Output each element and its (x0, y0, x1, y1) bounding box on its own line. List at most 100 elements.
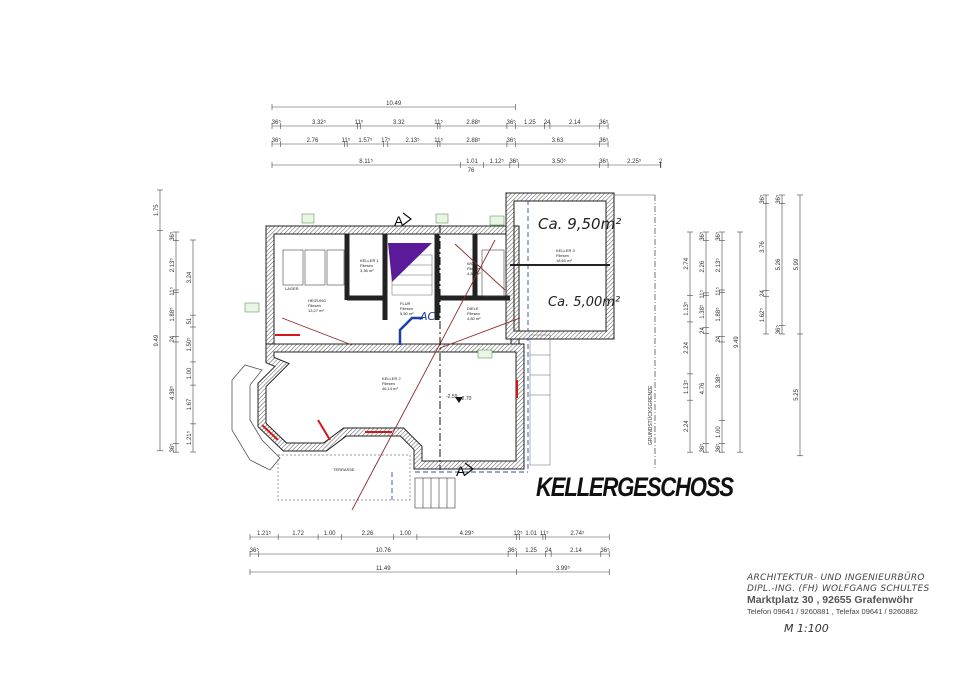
title-block: ARCHITEKTUR- UND INGENIEURBÜRO DIPL.-ING… (747, 573, 929, 617)
dimension-label: 4.38⁵ (169, 385, 176, 400)
room-name: LAGER (285, 286, 299, 291)
room-floor: Fliesen (400, 306, 413, 311)
dimension-label: 36⁵ (775, 194, 782, 204)
dimension-label: 2.13⁵ (169, 258, 176, 273)
ac-label: AC (419, 310, 436, 323)
room-area: 4,80 m² (467, 316, 481, 321)
dimension-label: 1.62⁵ (759, 308, 766, 323)
bathtub (481, 249, 505, 297)
dimension-label: 36⁵ (169, 231, 176, 241)
room-name: KELLER 1 (360, 258, 379, 263)
dimension-label: 1.01 (466, 159, 478, 165)
dimension-label: 11⁵ (169, 286, 176, 295)
dimension-label: 1.88⁵ (715, 307, 722, 322)
dimension-label: 1.21⁵ (257, 530, 272, 537)
dimension-label: 1.25 (524, 120, 536, 126)
dimension-label: 1.13⁵ (683, 301, 690, 316)
dimension-label: 1.67 (187, 398, 193, 410)
dimension-label: 1.13⁵ (683, 379, 690, 394)
dimension-label: 1.00 (187, 367, 193, 379)
dimension-label: 1.00 (324, 531, 336, 537)
dimension-label: 2.14 (569, 120, 581, 126)
dimension-label: 36⁵ (508, 547, 518, 554)
dimension-label: 24 (545, 548, 552, 554)
office-name: ARCHITEKTUR- UND INGENIEURBÜRO (747, 573, 925, 583)
dimension-label: 3.32 (393, 120, 405, 126)
level-mark: -2.59 (446, 394, 458, 400)
dimension-label: 11⁵ (341, 137, 350, 144)
dimension-label: 2.13⁵ (405, 137, 420, 144)
terrace-outline (277, 454, 411, 501)
dimension-label: 36⁵ (507, 119, 517, 126)
dimension-label: 2.74 (684, 257, 690, 269)
room-name: KELLER 2 (382, 376, 401, 381)
dimension-label: 3.24 (187, 271, 193, 283)
dimension-label: 11⁵ (434, 137, 443, 144)
room-name: FLUR (400, 301, 411, 306)
fixture-tags (244, 213, 505, 359)
bay-tower (231, 364, 281, 471)
room-floor: Fliesen (308, 303, 321, 308)
ac-marker: AC (398, 310, 436, 345)
office-phone: Telefon 09641 / 9260881 , Telefax 09641 … (747, 607, 918, 616)
property-boundary-label: GRUNDSTÜCKSGRENZE (647, 385, 654, 445)
dimension-label: 11⁵ (699, 289, 706, 298)
dimension-label: 3.99⁵ (556, 565, 571, 572)
dimension-label: 36⁵ (599, 158, 609, 165)
room-area: 13,27 m² (308, 308, 324, 313)
room-area: 46,14 m² (382, 386, 398, 391)
building-outline-dashed (391, 200, 529, 500)
room-floor: Fliesen (467, 266, 480, 271)
dimension-label: 1.38⁵ (699, 304, 706, 319)
dimension-label: 36⁵ (699, 231, 706, 241)
dimension-label: 3.32⁵ (312, 119, 327, 126)
dimension-label: 36⁵ (775, 325, 782, 335)
dimension-label: 9.49 (154, 334, 160, 346)
dimension-label: 24 (700, 326, 706, 333)
walls-lower (257, 343, 525, 470)
room-name: TERRASSE (333, 467, 355, 472)
room-name: HEIZUNG (308, 298, 326, 303)
dimension-label: 3.76 (760, 241, 766, 253)
dimension-label: 1.50⁵ (186, 337, 193, 352)
room-floor: Fliesen (382, 381, 395, 386)
room-floor: Fliesen (467, 311, 480, 316)
dimension-label: 36⁵ (599, 137, 609, 144)
room-name: DIELE (467, 306, 479, 311)
section-marker-bottom: A (456, 463, 466, 479)
dimension-label: 1.25 (525, 548, 537, 554)
dimension-label: 11⁵ (355, 119, 364, 126)
dimension-label: 36⁵ (250, 547, 260, 554)
dimension-chains: 10.49 36⁵ 3.32⁵ 11⁵ 3.32 11⁵ 2.88⁵ 36⁵ 1.25 24 2.1… (154, 101, 803, 575)
dimension-sublabel: 76 (468, 168, 475, 174)
dimension-label: 5.99 (794, 258, 800, 270)
dimension-label: 2.24 (684, 341, 690, 353)
boiler-units (282, 249, 345, 286)
dimension-label: 11.49 (376, 566, 391, 572)
dimension-label: 10.76 (376, 548, 392, 554)
dimension-label: 5.25 (794, 388, 800, 400)
office-address: Marktplatz 30 , 92655 Grafenwöhr (747, 594, 914, 606)
dimension-label: 36⁵ (715, 443, 722, 453)
dimension-label: 36⁵ (759, 194, 766, 204)
dimension-label: 4.76 (700, 382, 706, 394)
dimension-label: 3.38⁵ (715, 374, 722, 389)
dimension-label: 10.49 (386, 101, 402, 107)
dimension-label: 3.63 (552, 138, 564, 144)
dimension-label: 2.88⁵ (466, 137, 481, 144)
dimension-label: 24 (170, 335, 176, 342)
room-floor: Fliesen (360, 263, 373, 268)
dimension-label: 2.74⁵ (570, 530, 585, 537)
dimension-label: 11⁵ (434, 119, 443, 126)
dimension-label: 51 (187, 317, 193, 324)
room-area: 4,80 m² (467, 271, 481, 276)
exterior-stair (414, 477, 456, 509)
dimension-label: 4.29⁵ (460, 530, 475, 537)
dimension-label: 36⁵ (699, 443, 706, 453)
drawing-scale: M 1:100 (784, 622, 829, 635)
dimension-label: 36⁵ (169, 443, 176, 453)
dimension-label: 1.72 (292, 531, 304, 537)
dimension-label: 1.12⁵ (490, 158, 505, 165)
dimension-label: 24 (544, 120, 551, 126)
